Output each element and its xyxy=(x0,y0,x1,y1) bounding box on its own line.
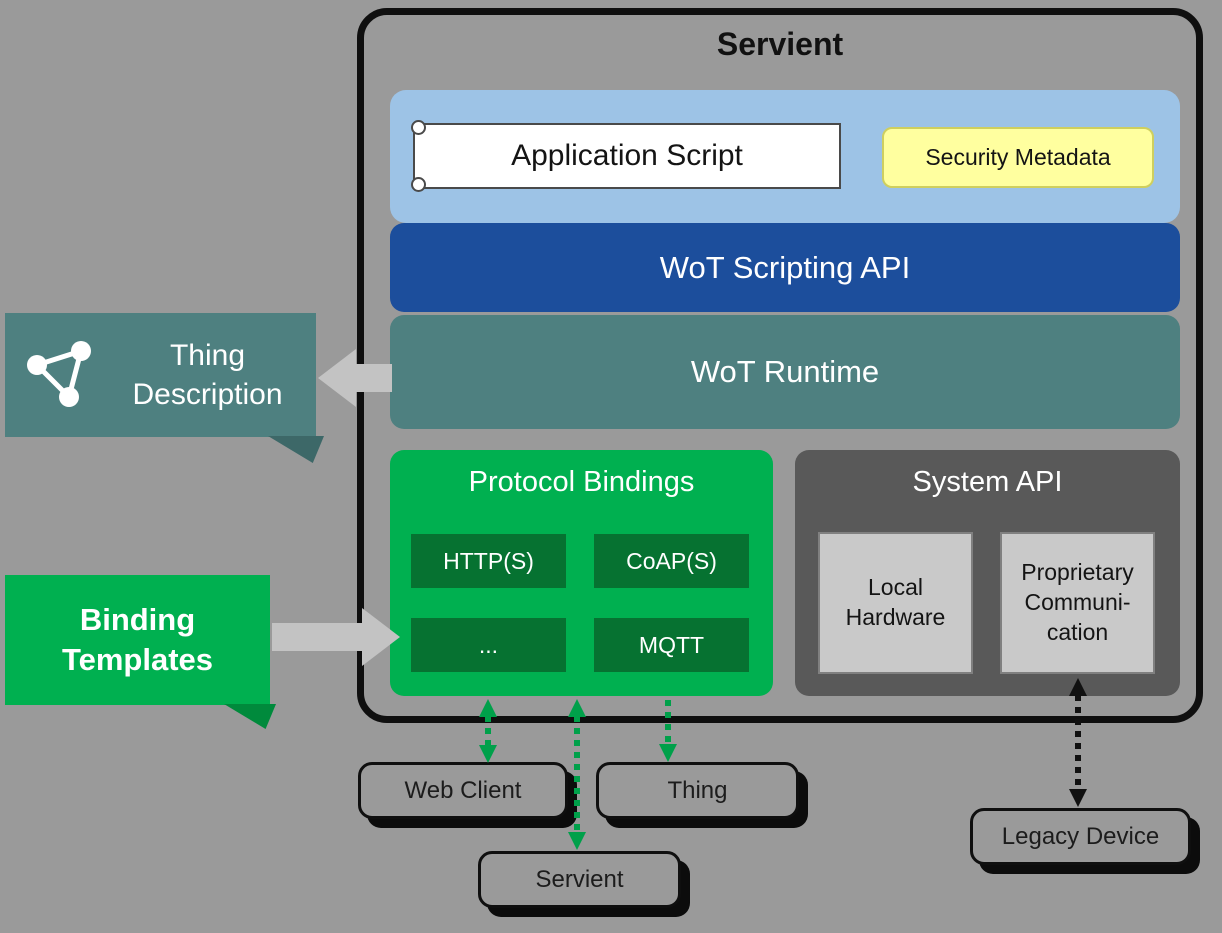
arrow-to-thing-description-icon xyxy=(318,349,356,407)
thing-description-label: Thing Description xyxy=(132,339,283,411)
system-api-title: System API xyxy=(912,466,1063,498)
servient-node-label: Servient xyxy=(535,865,624,893)
protocol-http-box: HTTP(S) xyxy=(411,534,566,588)
proprietary-communication-label: Proprietary Communi- cation xyxy=(1021,559,1134,645)
protocol-coap-label: CoAP(S) xyxy=(626,547,717,574)
local-hardware-box: Local Hardware xyxy=(818,532,973,674)
protocol-mqtt-box: MQTT xyxy=(594,618,749,672)
protocol-mqtt-label: MQTT xyxy=(638,631,705,658)
security-metadata-box: Security Metadata xyxy=(882,127,1154,188)
binding-templates-label: Binding Templates xyxy=(61,601,214,677)
protocol-other-label: ... xyxy=(478,631,499,658)
wot-runtime-label: WoT Runtime xyxy=(690,354,880,389)
servient-title: Servient xyxy=(716,26,844,62)
thing-description-callout-tail xyxy=(268,436,324,463)
protocol-bindings-title: Protocol Bindings xyxy=(468,466,695,498)
thing-description-callout: Thing Description xyxy=(5,313,316,437)
thing-description-icon xyxy=(27,341,91,407)
wot-scripting-api-label: WoT Scripting API xyxy=(659,249,911,285)
wot-runtime-box: WoT Runtime xyxy=(390,315,1180,429)
protocol-bindings-panel: Protocol Bindings HTTP(S) CoAP(S) ... MQ… xyxy=(390,450,773,696)
binding-templates-callout: Binding Templates xyxy=(5,575,270,705)
proprietary-communication-box: Proprietary Communi- cation xyxy=(1000,532,1155,674)
thing-node: Thing xyxy=(596,762,799,819)
system-api-panel: System API Local Hardware Proprietary Co… xyxy=(795,450,1180,696)
web-client-label: Web Client xyxy=(404,776,522,804)
protocol-coap-box: CoAP(S) xyxy=(594,534,749,588)
legacy-device-label: Legacy Device xyxy=(1001,822,1160,850)
arrow-from-binding-templates-body xyxy=(272,623,364,651)
legacy-device-node: Legacy Device xyxy=(970,808,1191,865)
protocol-other-box: ... xyxy=(411,618,566,672)
arrow-from-binding-templates-icon xyxy=(362,608,400,666)
security-metadata-label: Security Metadata xyxy=(925,144,1111,170)
servient-node: Servient xyxy=(478,851,681,908)
wot-scripting-api-box: WoT Scripting API xyxy=(390,223,1180,312)
thing-label: Thing xyxy=(667,776,728,804)
application-script-scroll: Application Script xyxy=(411,120,841,192)
binding-templates-callout-tail xyxy=(224,704,276,729)
application-script-label: Application Script xyxy=(511,139,743,172)
local-hardware-label: Local Hardware xyxy=(845,574,946,630)
protocol-http-label: HTTP(S) xyxy=(443,547,534,574)
web-client-node: Web Client xyxy=(358,762,568,819)
arrow-to-thing-description-body xyxy=(354,364,392,392)
